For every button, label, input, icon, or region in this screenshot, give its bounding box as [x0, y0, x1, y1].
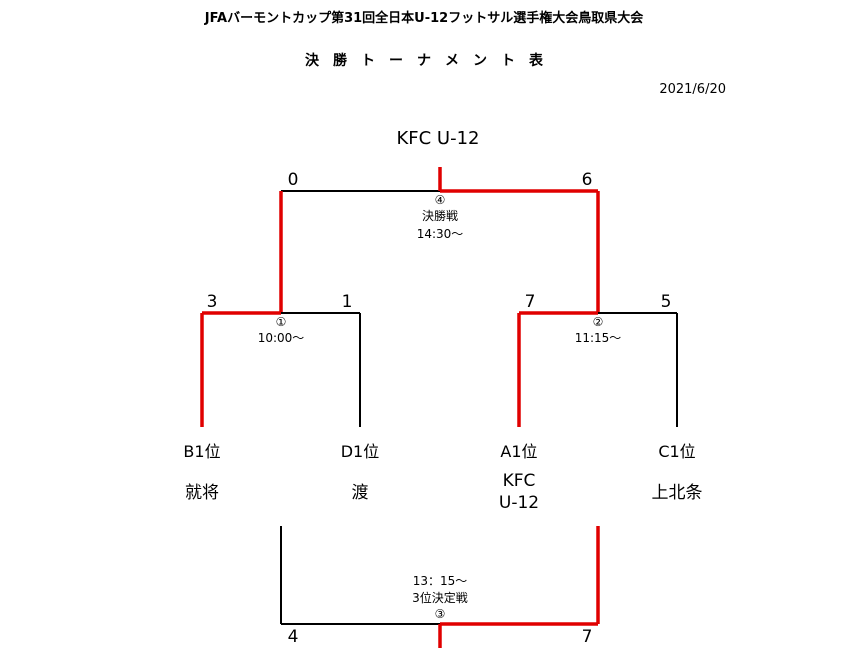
third-place-score-left: 4: [287, 627, 299, 647]
document-title: JFAバーモントカップ第31回全日本U-12フットサル選手権大会鳥取県大会: [204, 11, 644, 26]
date: 2021/6/20: [659, 82, 726, 97]
semi2-match-number: ②: [592, 315, 604, 329]
team-1-name: 就将: [185, 483, 219, 503]
third-place-score-right: 7: [581, 627, 593, 647]
team-3-name-line1: KFC: [502, 471, 536, 491]
semi2-time: 11:15〜: [574, 331, 622, 345]
semi2-score-left: 7: [524, 292, 536, 312]
final-label: 決勝戦: [421, 209, 458, 223]
team-3-seed: A1位: [500, 442, 538, 461]
semi1-time: 10:00〜: [257, 331, 305, 345]
final-score-left: 0: [287, 170, 299, 190]
final-score-right: 6: [581, 170, 593, 190]
semi1-score-right: 1: [341, 292, 353, 312]
third-place-match-number: ③: [434, 607, 446, 621]
final-time: 14:30〜: [416, 227, 464, 241]
semi1-match-number: ①: [275, 315, 287, 329]
semi1-score-left: 3: [206, 292, 218, 312]
champion-name: KFC U-12: [396, 128, 480, 149]
team-3-name-line2: U-12: [498, 493, 540, 513]
team-4-name: 上北条: [651, 483, 703, 503]
third-place-label: 3位決定戦: [412, 591, 468, 605]
final-match-number: ④: [434, 193, 446, 207]
semi2-score-right: 5: [660, 292, 672, 312]
team-2-seed: D1位: [340, 442, 380, 461]
team-4-seed: C1位: [658, 442, 696, 461]
third-place-time: 13：15〜: [412, 574, 468, 588]
team-2-name: 渡: [351, 483, 369, 503]
bracket-subtitle: 決勝トーナメント表: [305, 53, 557, 69]
team-1-seed: B1位: [183, 442, 221, 461]
